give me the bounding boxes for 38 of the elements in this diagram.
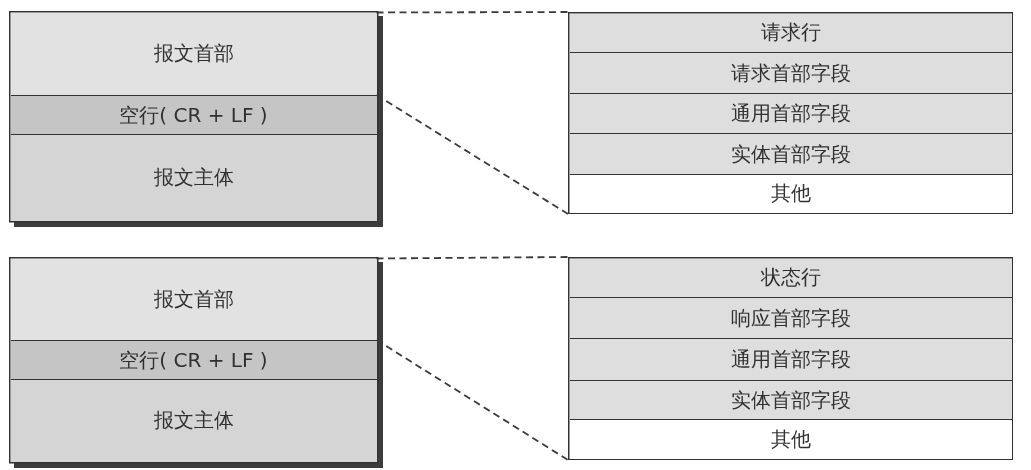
field-row	[569, 380, 1012, 419]
band-label: 报文主体	[153, 409, 234, 433]
band-label: 状态行	[760, 266, 821, 290]
field-list-box	[568, 257, 1013, 460]
dashed-line	[375, 94, 569, 215]
dashed-line	[375, 339, 569, 461]
band-label: 报文主体	[153, 166, 234, 190]
field-row	[569, 133, 1012, 174]
band-label: 其他	[770, 427, 811, 451]
message-band	[10, 379, 377, 462]
message-band	[10, 340, 377, 379]
band-label: 通用首部字段	[730, 102, 851, 125]
message-band	[10, 134, 377, 221]
message-box	[9, 257, 383, 468]
band-label: 请求首部字段	[730, 61, 851, 85]
field-row	[569, 338, 1012, 380]
field-row	[569, 297, 1012, 338]
band-label: 空行( CR + LF )	[119, 348, 268, 372]
band-label: 报文首部	[153, 287, 234, 311]
band-label: 请求行	[760, 21, 821, 45]
band-label: 其他	[770, 182, 811, 206]
band-label: 空行( CR + LF )	[119, 103, 268, 127]
message-band	[10, 12, 377, 95]
band-label: 实体首部字段	[730, 142, 851, 166]
message-band	[10, 95, 377, 134]
band-label: 报文首部	[153, 42, 234, 66]
field-row	[569, 93, 1012, 133]
field-list-box	[568, 12, 1013, 214]
dashed-line	[375, 256, 569, 260]
band-label: 响应首部字段	[730, 306, 851, 330]
field-row	[569, 13, 1012, 52]
band-label: 实体首部字段	[730, 388, 851, 412]
dashed-line	[375, 11, 569, 14]
band-label: 通用首部字段	[730, 348, 851, 371]
message-box	[9, 11, 383, 227]
message-band	[10, 258, 377, 340]
field-row	[569, 258, 1012, 297]
field-row	[569, 52, 1012, 93]
